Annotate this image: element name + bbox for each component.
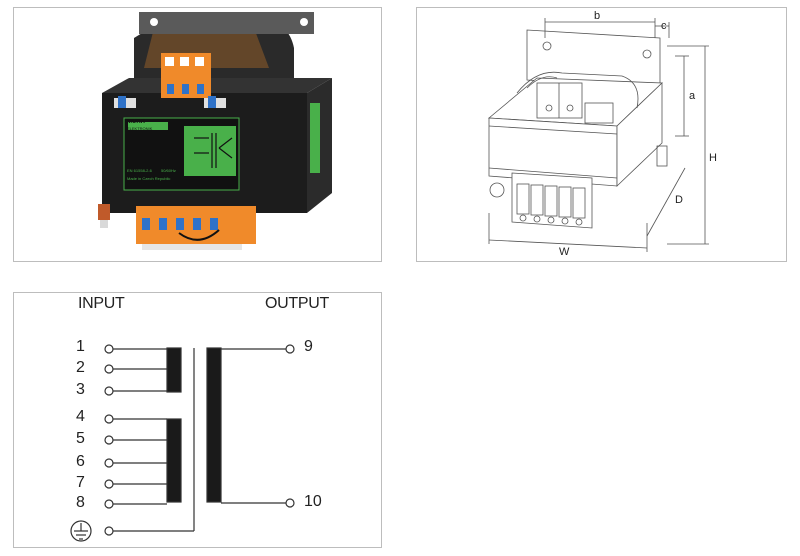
input-pin-1: 1 <box>76 338 85 355</box>
input-pin-7: 7 <box>76 474 85 491</box>
output-pin-10: 10 <box>304 493 322 510</box>
dimension-drawing <box>487 18 709 252</box>
dim-b: b <box>594 10 601 22</box>
photo-freq: 50/60Hz <box>161 168 176 173</box>
dimension-drawing-panel: b c a H D W <box>416 7 787 262</box>
mounting-hole-icon <box>150 18 158 26</box>
transformer-photo <box>98 12 332 250</box>
mounting-hole-icon <box>642 49 652 59</box>
wiring-diagram-panel: INPUT OUTPUT <box>13 292 382 548</box>
photo-origin: Made in Czech Republic <box>127 176 171 181</box>
photo-standard: EN 61558-2-6 <box>127 168 152 173</box>
mounting-hole-icon <box>542 41 552 51</box>
photo-brand: MURR <box>127 119 145 125</box>
input-label: INPUT <box>78 295 125 312</box>
input-pin-3: 3 <box>76 381 85 398</box>
input-pin-6: 6 <box>76 453 85 470</box>
input-pin-8: 8 <box>76 494 85 511</box>
input-pin-5: 5 <box>76 430 85 447</box>
dim-c: c <box>661 20 667 32</box>
dim-W: W <box>559 246 570 258</box>
product-photo-panel: MURR ELEKTRONIK EN 61558-2-6 50/60Hz Mad… <box>13 7 382 262</box>
photo-brand-sub: ELEKTRONIK <box>127 126 153 131</box>
input-pin-2: 2 <box>76 359 85 376</box>
dim-H: H <box>709 152 717 164</box>
wiring-schematic <box>70 344 295 542</box>
dim-D: D <box>675 194 683 206</box>
output-pin-9: 9 <box>304 338 313 355</box>
mounting-hole-icon <box>300 18 308 26</box>
dim-a: a <box>689 90 696 102</box>
output-label: OUTPUT <box>265 295 329 312</box>
ground-icon <box>70 520 92 542</box>
input-pin-4: 4 <box>76 408 85 425</box>
